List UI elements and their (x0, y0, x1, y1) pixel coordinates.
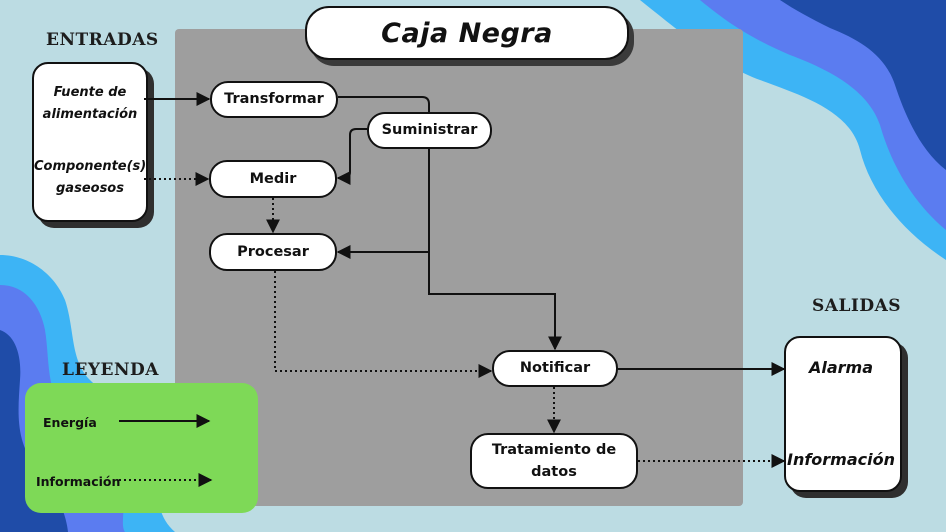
diagram-title: Caja Negra (305, 6, 629, 60)
legend-heading: LEYENDA (62, 360, 159, 380)
input-item-power-line1: Fuente de (53, 85, 127, 100)
input-item-gas-line1: Componente(s) (34, 159, 147, 174)
outputs-heading: SALIDAS (812, 296, 902, 316)
output-item-info: Información (786, 450, 895, 469)
outputs-card: Alarma Información (784, 336, 902, 492)
inputs-card: Fuente de alimentación Componente(s) gas… (32, 62, 148, 222)
input-item-power: Fuente de alimentación (34, 82, 146, 126)
legend-box (25, 383, 258, 513)
input-item-gas-line2: gaseosos (56, 181, 124, 196)
node-tratamiento-datos: Tratamiento de datos (470, 433, 638, 489)
node-tratamiento-line1: Tratamiento de (491, 441, 617, 458)
legend-energy-label: Energía (43, 415, 97, 430)
input-item-power-line2: alimentación (42, 107, 138, 122)
node-procesar: Procesar (209, 233, 337, 271)
input-item-gas: Componente(s) gaseosos (34, 156, 146, 200)
node-medir: Medir (209, 160, 337, 198)
legend-info-label: Información (36, 474, 121, 489)
output-item-alarm: Alarma (808, 358, 874, 377)
node-transformar: Transformar (210, 81, 338, 118)
inputs-heading: ENTRADAS (46, 30, 159, 50)
node-tratamiento-line2: datos (531, 464, 577, 480)
node-notificar: Notificar (492, 350, 618, 387)
node-suministrar: Suministrar (367, 112, 492, 149)
